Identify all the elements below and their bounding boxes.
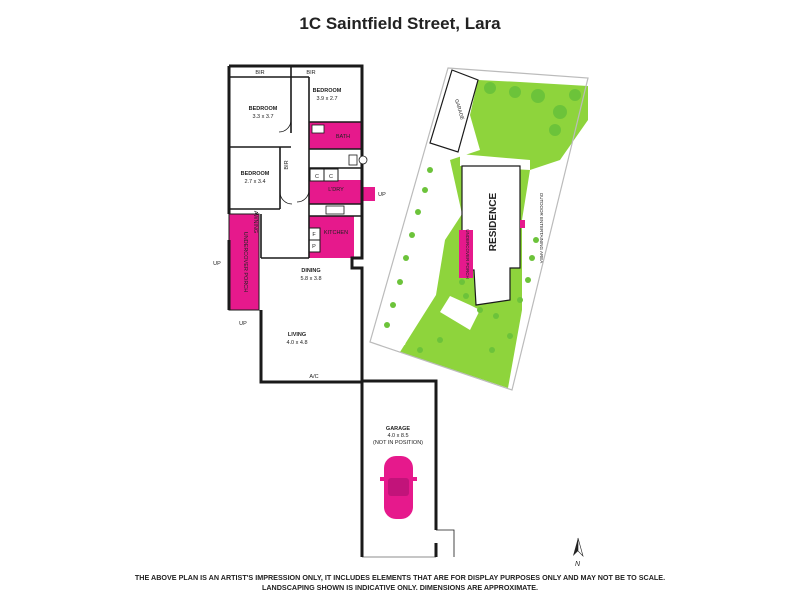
living-name: LIVING — [288, 332, 306, 338]
c1-label: C — [315, 174, 319, 180]
trees — [384, 82, 581, 353]
bedroom3-name: BEDROOM — [241, 171, 270, 177]
disclaimer-line-1: THE ABOVE PLAN IS AN ARTIST'S IMPRESSION… — [134, 573, 666, 582]
disclaimer: THE ABOVE PLAN IS AN ARTIST'S IMPRESSION… — [0, 573, 800, 593]
laundry-step — [362, 187, 375, 201]
car-icon — [380, 456, 417, 519]
site-porch — [459, 230, 473, 278]
house-labels: BIR BIR BIR BEDROOM 3.3 x 3.7 BEDROOM 3.… — [213, 70, 386, 380]
f-label: F — [312, 232, 316, 238]
living-size: 4.0 x 4.8 — [286, 340, 307, 346]
bir-label-left: BIR — [255, 70, 264, 76]
up-label-right: UP — [378, 192, 386, 198]
compass-label: N — [575, 561, 581, 568]
north-arrow-icon: N — [573, 537, 584, 568]
kitchen-label: KITCHEN — [324, 230, 348, 236]
page-title: 1C Saintfield Street, Lara — [299, 14, 501, 33]
bedroom2-size: 3.9 x 2.7 — [316, 96, 337, 102]
site-porch-label: UNDERCOVER PORCH — [465, 229, 470, 279]
laundry-fill — [309, 180, 362, 204]
residence-label: RESIDENCE — [488, 193, 499, 252]
bedroom3-size: 2.7 x 3.4 — [244, 179, 265, 185]
dining-name: DINING — [301, 268, 320, 274]
bir-label-right: BIR — [306, 70, 315, 76]
garage-note: (NOT IN POSITION) — [373, 440, 423, 446]
disclaimer-line-2: LANDSCAPING SHOWN IS INDICATIVE ONLY. DI… — [261, 583, 539, 592]
garage-size: 4.0 x 8.5 — [387, 433, 408, 439]
p-label: P — [312, 244, 316, 250]
up-label-left: UP — [213, 261, 221, 267]
cupboard2-fill — [323, 168, 339, 182]
site-plan: GARAGE RESIDENCE UNDERCOVER PORCH OUTDOO… — [369, 67, 589, 391]
interior-walls — [229, 66, 362, 259]
garage-name: GARAGE — [386, 426, 410, 432]
awning-label: AWNING — [252, 211, 258, 233]
ac-label: A/C — [309, 374, 318, 380]
ldry-label: L'DRY — [328, 187, 344, 193]
bedroom1-size: 3.3 x 3.7 — [252, 114, 273, 120]
porch-fill — [229, 214, 259, 310]
bedroom2-name: BEDROOM — [313, 88, 342, 94]
up-label-bottom: UP — [239, 321, 247, 327]
site-boundary — [369, 67, 589, 391]
house-plan — [227, 64, 375, 384]
porch-label: UNDERCOVER PORCH — [242, 232, 248, 293]
garage-plan: GARAGE 4.0 x 8.5 (NOT IN POSITION) — [360, 379, 455, 558]
c2-label: C — [329, 174, 333, 180]
site-garage — [429, 69, 479, 153]
outdoor-area-label: OUTDOOR ENTERTAINING AREA — [539, 193, 544, 264]
dining-size: 5.8 x 3.8 — [300, 276, 321, 282]
bath-label: BATH — [336, 134, 350, 140]
bir-label-vertical: BIR — [284, 160, 290, 169]
bedroom1-name: BEDROOM — [249, 106, 278, 112]
